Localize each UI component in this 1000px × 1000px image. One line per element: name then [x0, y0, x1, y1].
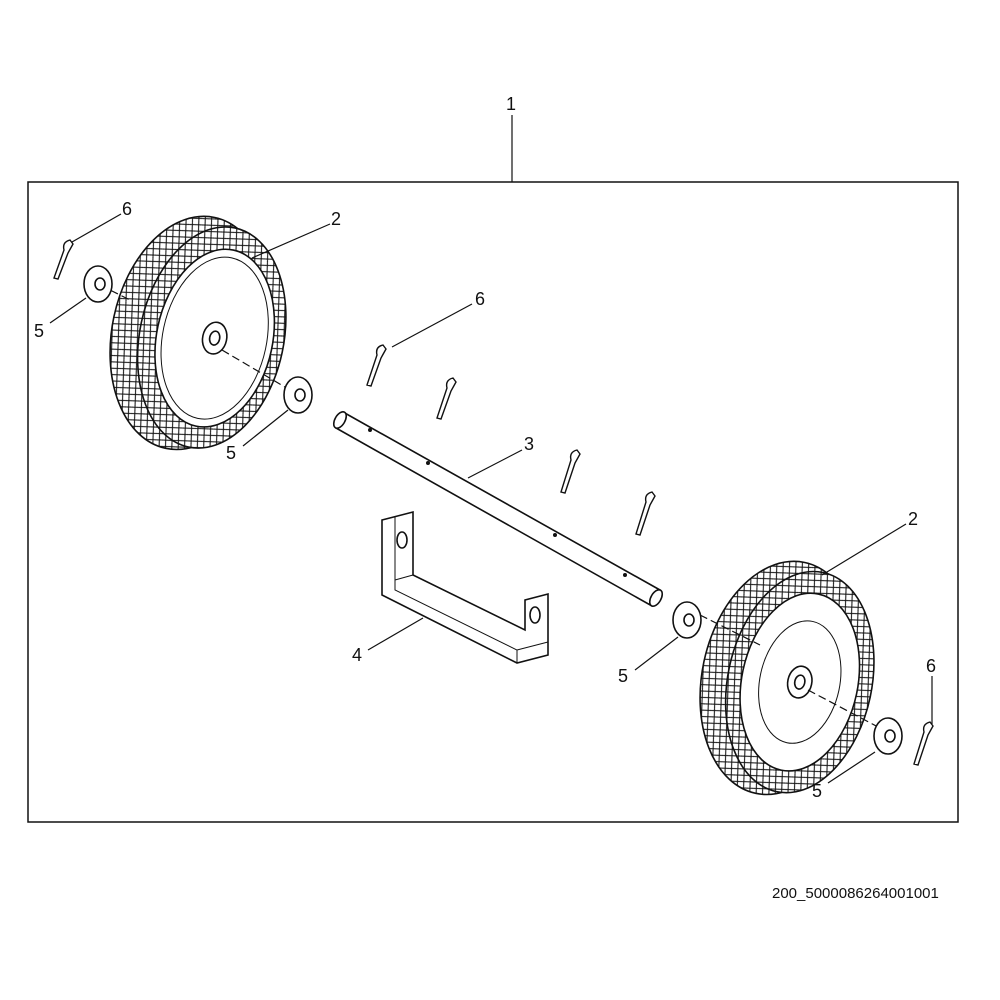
callout-2: 2 [331, 209, 341, 229]
axle-pin-holes [368, 428, 627, 577]
leader-line [827, 751, 876, 784]
callout-5: 5 [618, 666, 628, 686]
callout-5: 5 [34, 321, 44, 341]
leader-line [821, 523, 907, 576]
callout-6: 6 [475, 289, 485, 309]
leader-line [467, 449, 523, 479]
bracket [381, 510, 549, 664]
leader-line [251, 223, 331, 259]
cotter-pin [913, 721, 934, 766]
callout-5: 5 [226, 443, 236, 463]
cotter-pin [53, 239, 74, 280]
washer [283, 376, 313, 414]
cotter-pin [366, 344, 387, 387]
washer [83, 265, 113, 303]
assembly-center-line [221, 349, 291, 391]
leader-line [71, 213, 122, 243]
callout-4: 4 [352, 645, 362, 665]
assembly-center-line [807, 689, 881, 729]
washer [672, 601, 702, 639]
leader-lines [49, 115, 933, 784]
washer [873, 717, 903, 755]
cotter-pin [436, 377, 457, 420]
callout-1: 1 [506, 94, 516, 114]
axle [332, 410, 664, 608]
leader-line [242, 409, 289, 447]
drawing-id-caption: 200_5000086264001001 [772, 885, 939, 902]
leader-line [634, 636, 679, 671]
right-wheel [699, 560, 875, 796]
leader-line [49, 297, 87, 324]
cotter-pin [635, 491, 656, 536]
cotter-pin [560, 449, 581, 494]
callout-5: 5 [812, 781, 822, 801]
leader-line [391, 303, 473, 348]
callout-3: 3 [524, 434, 534, 454]
callout-6: 6 [122, 199, 132, 219]
left-wheel [109, 215, 287, 451]
cotter-pins [53, 239, 934, 766]
assembly-center-line [699, 614, 761, 646]
assembly-frame [27, 181, 959, 823]
leader-line [367, 617, 424, 651]
callout-6: 6 [926, 656, 936, 676]
callout-2: 2 [908, 509, 918, 529]
